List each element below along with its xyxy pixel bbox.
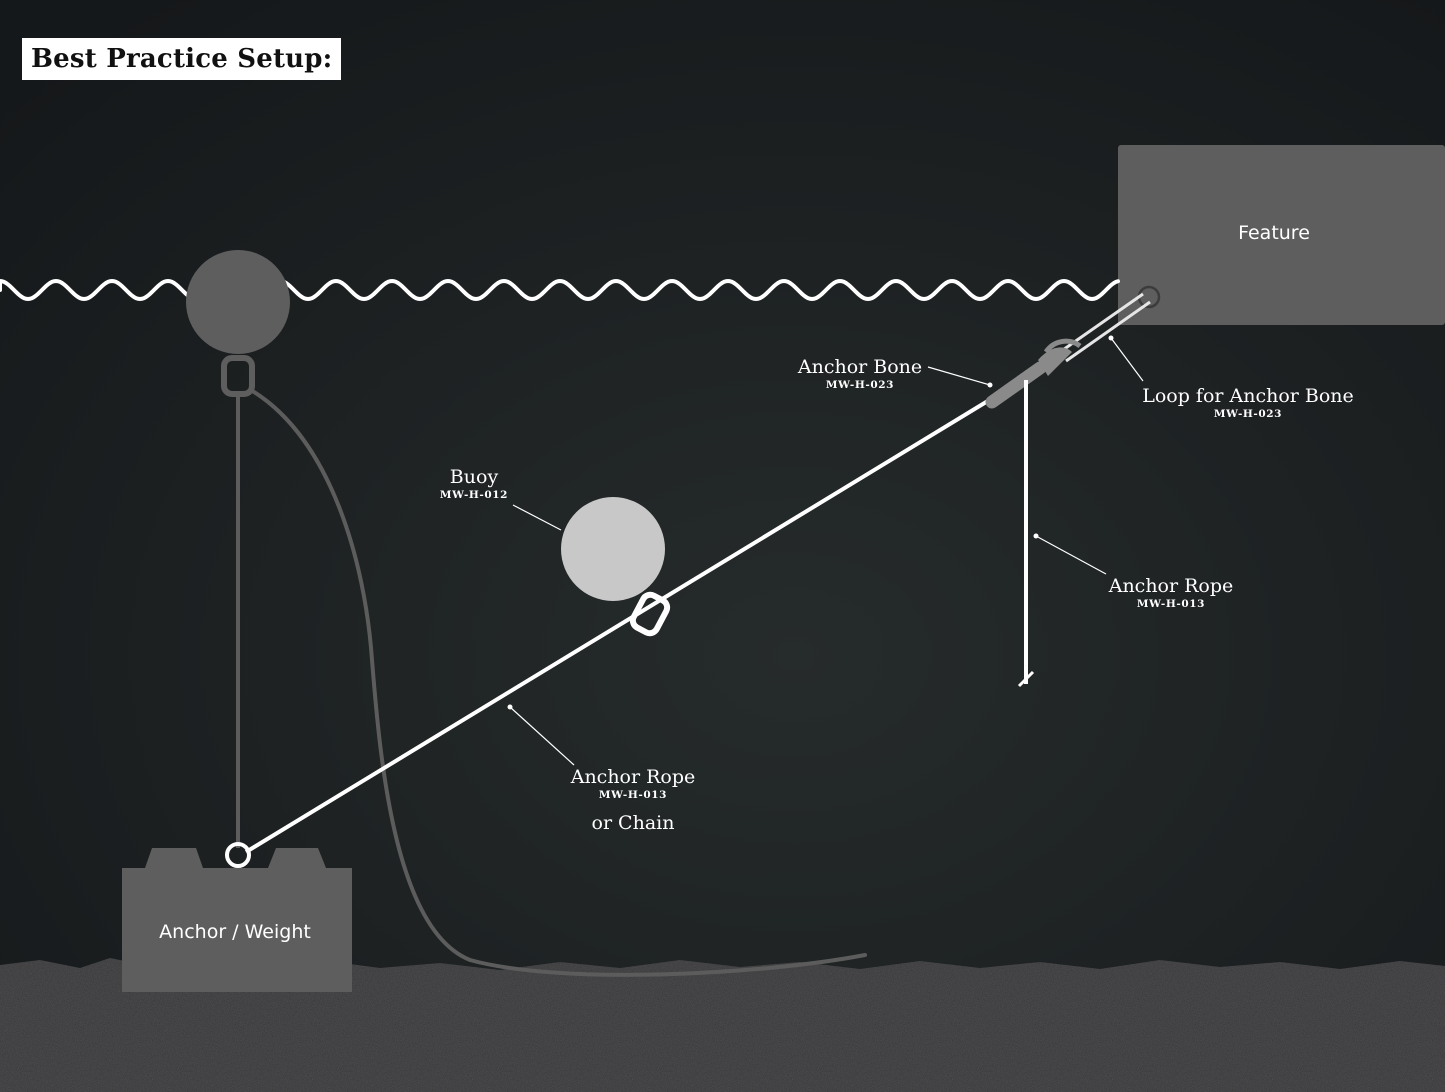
leader-anchor-rope-main [509, 706, 575, 766]
mid-buoy [561, 497, 665, 601]
anchor-rope-main-label: Anchor Rope [570, 766, 696, 788]
surface-buoy-shackle [221, 355, 255, 397]
callout-buoy: Buoy MW-H-012 [440, 466, 508, 502]
leader-anchor-rope-right [1035, 535, 1107, 575]
main-anchor-rope [244, 394, 998, 854]
callout-anchor-rope-main: Anchor Rope MW-H-013 or Chain [571, 766, 696, 834]
hanging-rope-end [1017, 670, 1035, 688]
loop-code: MW-H-023 [1213, 408, 1283, 420]
leader-buoy [512, 504, 562, 531]
surface-buoy [186, 250, 290, 354]
leader-dot-anchor-bone [987, 382, 993, 388]
callout-anchor-bone: Anchor Bone MW-H-023 [798, 356, 922, 392]
page-title: Best Practice Setup: [31, 44, 333, 74]
anchor-bone [985, 338, 1082, 409]
seabed-texture [0, 958, 1445, 1092]
loop-line-2 [1065, 300, 1151, 363]
title-banner: Best Practice Setup: [22, 38, 342, 80]
anchor-rope-right-code: MW-H-013 [1136, 598, 1206, 610]
anchor-rope-main-extra: or Chain [591, 812, 675, 834]
water-surface-wave [0, 278, 1120, 302]
leader-anchor-bone [927, 366, 991, 386]
leader-dot-anchor-rope-main [507, 704, 513, 710]
leader-loop [1110, 337, 1144, 382]
loop-label: Loop for Anchor Bone [1142, 385, 1354, 407]
anchor-rope-right-label: Anchor Rope [1108, 575, 1234, 597]
callout-loop-for-anchor-bone: Loop for Anchor Bone MW-H-023 [1142, 385, 1354, 421]
leader-dot-loop [1108, 335, 1114, 341]
loose-rope [252, 390, 867, 977]
anchor-rope-main-code: MW-H-013 [598, 789, 668, 801]
leader-dot-anchor-rope-right [1033, 533, 1039, 539]
anchor-weight-box [122, 848, 352, 992]
buoy-code: MW-H-012 [439, 489, 509, 501]
anchor-weight-label: Anchor / Weight [159, 921, 311, 943]
anchor-bone-code: MW-H-023 [825, 379, 895, 391]
anchor-bone-label: Anchor Bone [797, 356, 923, 378]
feature-box [1118, 145, 1445, 325]
callout-anchor-rope-right: Anchor Rope MW-H-013 [1109, 575, 1234, 611]
anchor-ring [225, 842, 251, 868]
feature-label: Feature [1238, 222, 1310, 244]
mid-buoy-shackle [629, 591, 671, 637]
buoy-label: Buoy [449, 466, 499, 488]
